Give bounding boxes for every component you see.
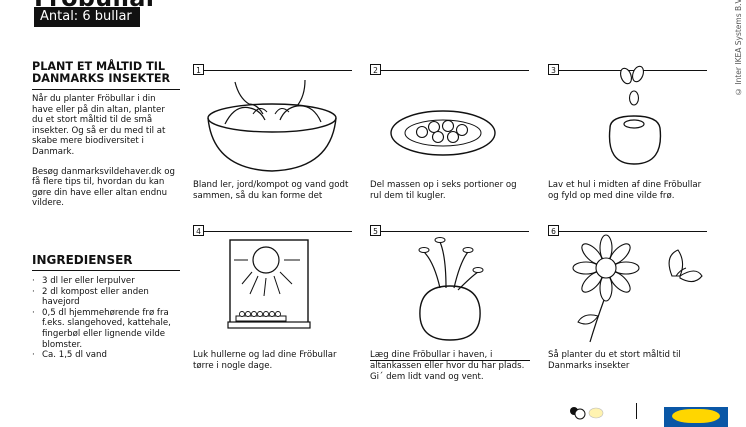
step-3-rule [559,70,707,71]
count-badge: Antal: 6 bullar [34,7,140,27]
seed-ball-with-seeds-icon [608,65,662,165]
footer-divider [370,360,530,361]
logo-separator [636,403,637,419]
ikea-logo-oval [672,409,720,423]
step-1-rule [204,70,352,71]
step-2-text: Del massen op i seks portioner og rul de… [370,180,517,201]
ingredients-heading: INGREDIENSER [32,253,133,267]
step-5-text: Læg dine Fröbullar i haven, i altankasse… [370,350,525,382]
intro-heading: PLANT ET MÅLTID TIL DANMARKS INSEKTER [32,60,171,85]
window-sun-drying-icon [227,239,311,329]
step-4-rule [204,231,352,232]
step-6-rule [559,231,707,232]
step-4-text: Luk hullerne og lad dine Fröbullar tørre… [193,350,337,371]
step-6-text: Så planter du et stort måltid til Danmar… [548,350,681,371]
step-3-number: 3 [548,64,559,75]
plate-with-balls-icon [390,110,496,156]
ingredients-list: 3 dl ler eller lerpulver 2 dl kompost el… [32,276,182,361]
step-4-number: 4 [193,225,204,236]
step-5-number: 5 [370,225,381,236]
step-5-rule [381,231,529,232]
wwf-panda-logo [570,407,604,420]
step-1-number: 1 [193,64,204,75]
intro-divider [32,89,180,90]
ingredients-divider [32,270,180,271]
intro-paragraph-2: Besøg danmarksvildehaver.dk og få flere … [32,166,175,209]
step-6-number: 6 [548,225,559,236]
flower-butterfly-icon [572,234,703,343]
intro-paragraph-1: Når du planter Fröbullar i din have elle… [32,94,166,157]
ingredient-item: 2 dl kompost eller anden havejord [32,287,182,308]
ingredient-item: Ca. 1,5 dl vand [32,350,182,361]
ingredient-item: 0,5 dl hjemmehørende frø fra f.eks. slan… [32,308,182,350]
intro-section: PLANT ET MÅLTID TIL DANMARKS INSEKTER Nå… [32,60,180,209]
step-2-number: 2 [370,64,381,75]
step-3-text: Lav et hul i midten af dine Fröbullar og… [548,180,702,201]
copyright-text: © Inter IKEA Systems B.V. 2022 [734,0,743,96]
sprouting-seed-ball-icon [418,237,484,341]
ingredient-item: 3 dl ler eller lerpulver [32,276,182,287]
step-2-rule [381,70,529,71]
mixing-bowl-hands-icon [207,79,337,172]
step-1-text: Bland ler, jord/kompot og vand godt samm… [193,180,349,201]
